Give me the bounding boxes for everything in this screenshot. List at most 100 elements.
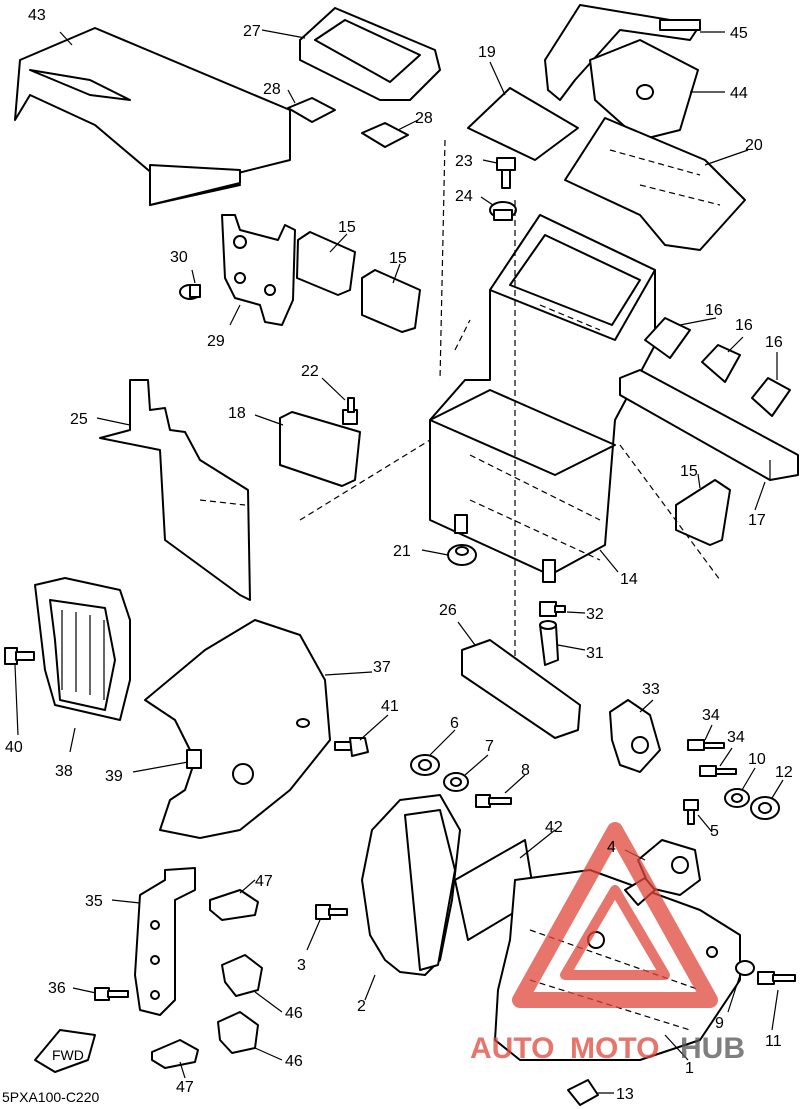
label-46: 46 (285, 1005, 303, 1022)
label-37: 37 (373, 659, 391, 676)
label-20: 20 (745, 137, 763, 154)
label-2: 2 (357, 998, 366, 1015)
part-19-pad (467, 87, 579, 161)
part-5-bolt (683, 799, 699, 825)
part-23-bolt (496, 157, 516, 189)
part-13-clip (567, 1079, 599, 1106)
fwd-arrow-icon: FWD (34, 1029, 96, 1073)
label-23: 23 (455, 153, 473, 170)
part-47-clip-a (209, 889, 259, 921)
watermark-text-hub: HUB (680, 1032, 745, 1065)
label-46: 46 (285, 1053, 303, 1070)
watermark-text-auto: AUTO (470, 1032, 554, 1065)
label-45: 45 (730, 25, 748, 42)
label-13: 13 (616, 1086, 634, 1103)
part-21-grommet (447, 544, 477, 566)
label-18: 18 (228, 405, 246, 422)
part-15-pad-b (361, 269, 421, 333)
label-6: 6 (450, 715, 459, 732)
part-31-pipe (539, 620, 559, 666)
label-33: 33 (642, 681, 660, 698)
part-14-battery-box (429, 214, 656, 583)
part-27-tray (299, 7, 441, 101)
part-7-collar (443, 772, 469, 792)
part-46-clip-b (217, 1011, 259, 1054)
part-2-side-cover (361, 794, 461, 976)
label-31: 31 (586, 645, 604, 662)
label-16: 16 (705, 302, 723, 319)
label-34: 34 (702, 707, 720, 724)
label-28: 28 (415, 110, 433, 127)
label-7: 7 (485, 738, 494, 755)
part-6-grommet (410, 754, 440, 776)
label-35: 35 (85, 893, 103, 910)
part-45-bracket (544, 4, 701, 101)
part-36-bolt (94, 987, 129, 1001)
part-8-bolt (475, 794, 512, 808)
label-16: 16 (735, 317, 753, 334)
label-40: 40 (5, 739, 23, 756)
diagram-code: 5PXA100-C220 (2, 1089, 100, 1105)
label-4: 4 (607, 839, 616, 856)
label-26: 26 (439, 602, 457, 619)
part-37-cover (144, 619, 331, 839)
part-47-clip-b (151, 1039, 199, 1069)
fwd-label: FWD (52, 1047, 84, 1063)
part-29-bracket (221, 214, 296, 326)
label-29: 29 (207, 333, 225, 350)
label-15: 15 (680, 463, 698, 480)
label-9: 9 (715, 1015, 724, 1032)
part-32-clip (539, 601, 566, 617)
part-4-bracket (624, 839, 701, 906)
part-15-pad-c (675, 479, 731, 546)
part-34-bolt-b (699, 765, 737, 777)
label-28: 28 (263, 81, 281, 98)
part-46-clip-a (221, 954, 263, 997)
label-47: 47 (255, 873, 273, 890)
part-18-pad (279, 411, 361, 487)
label-8: 8 (521, 762, 530, 779)
label-43: 43 (28, 7, 46, 24)
part-16-pad-c (751, 377, 791, 417)
part-35-bracket (134, 867, 196, 1016)
part-24-collar (489, 201, 517, 221)
label-42: 42 (545, 819, 563, 836)
label-15: 15 (389, 250, 407, 267)
label-5: 5 (710, 823, 719, 840)
label-19: 19 (478, 44, 496, 61)
part-28-pad-a (287, 97, 336, 123)
label-14: 14 (620, 571, 638, 588)
part-44-bag (589, 39, 699, 141)
label-22: 22 (301, 363, 319, 380)
part-16-pad-b (701, 344, 741, 383)
label-1: 1 (685, 1060, 694, 1077)
part-15-pad-a (296, 231, 356, 296)
label-27: 27 (243, 23, 261, 40)
part-43-top-cover (14, 27, 291, 206)
label-16: 16 (765, 334, 783, 351)
callout-labels: 43 27 28 28 19 45 44 20 23 24 15 15 30 2… (5, 7, 793, 1103)
part-3-bolt (315, 904, 348, 920)
part-11-bolt (757, 971, 796, 985)
label-3: 3 (297, 957, 306, 974)
part-16-pad-a (644, 317, 691, 359)
part-38-frame (34, 577, 131, 721)
label-24: 24 (455, 188, 473, 205)
label-10: 10 (748, 751, 766, 768)
part-9-washer (735, 960, 755, 976)
part-25-side-panel (99, 379, 251, 601)
label-38: 38 (55, 763, 73, 780)
label-39: 39 (105, 768, 123, 785)
label-21: 21 (393, 543, 411, 560)
watermark-text-moto: MOTO (570, 1032, 659, 1065)
part-34-bolt-a (687, 739, 725, 751)
part-39-clip (186, 749, 202, 769)
part-41-bolt (334, 737, 369, 757)
watermark-logo: AUTO MOTO HUB (470, 822, 745, 1065)
label-44: 44 (730, 85, 748, 102)
part-30-grommet (179, 284, 201, 300)
label-47: 47 (176, 1079, 194, 1096)
part-22-valve (342, 397, 358, 425)
part-40-bolt (4, 647, 35, 665)
